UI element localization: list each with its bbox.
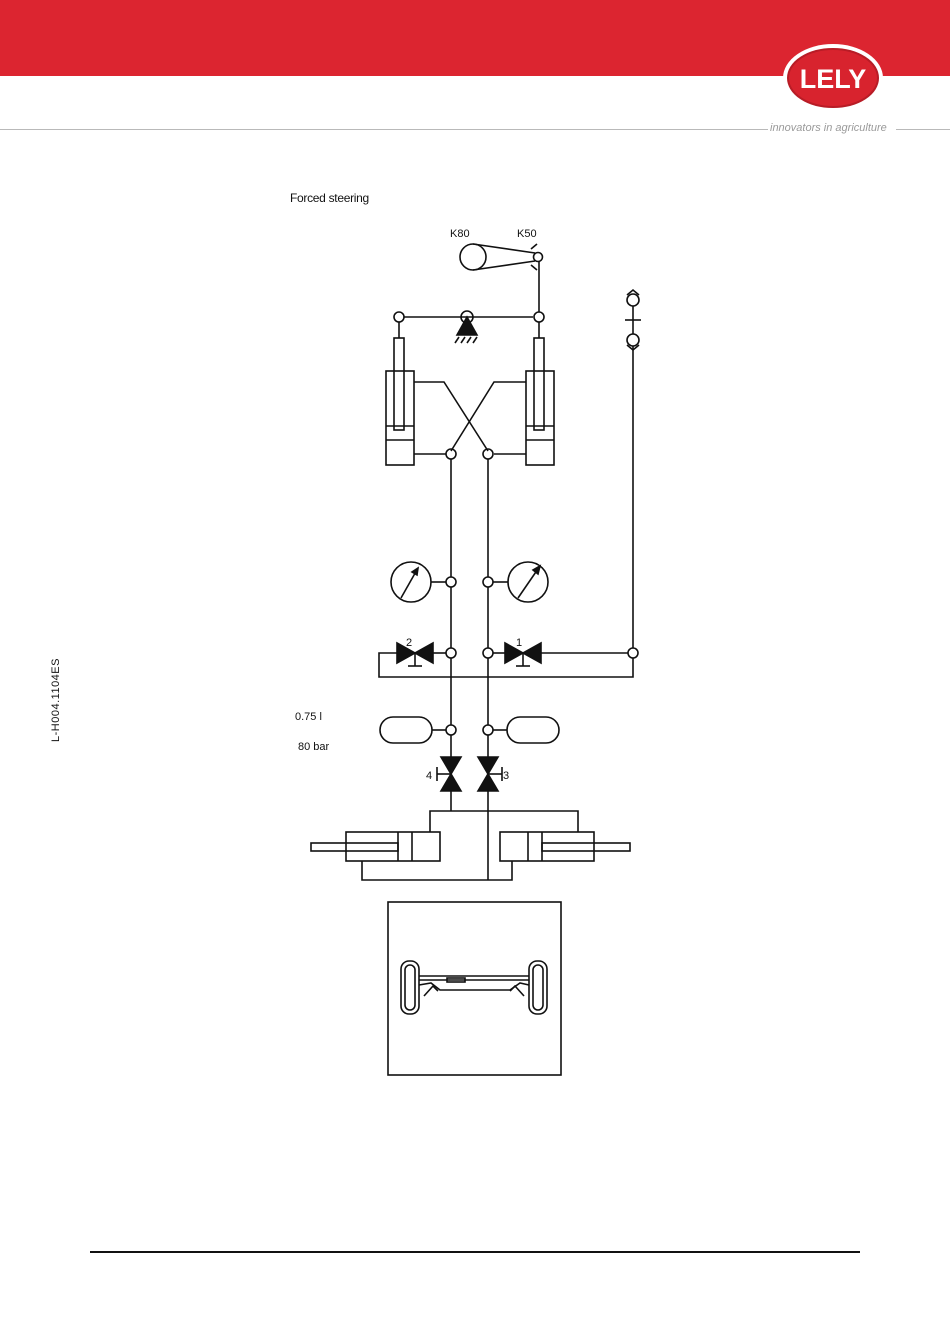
left-master-cylinder xyxy=(386,322,414,465)
label-accumulator-pressure: 80 bar xyxy=(298,741,330,753)
valve-1 xyxy=(483,643,638,666)
label-k50: K50 xyxy=(517,228,537,240)
label-valve-1: 1 xyxy=(516,637,522,649)
right-master-cylinder xyxy=(526,322,554,465)
valve-4 xyxy=(437,757,461,791)
label-accumulator-volume: 0.75 l xyxy=(295,711,322,723)
slave-cylinder-right xyxy=(500,832,630,861)
left-pressure-gauge xyxy=(391,562,456,602)
quick-coupler xyxy=(625,290,641,648)
label-valve-2: 2 xyxy=(406,637,412,649)
footer-rule xyxy=(90,1251,860,1253)
valve-3 xyxy=(478,757,502,791)
label-valve-4: 4 xyxy=(426,770,432,782)
right-pressure-gauge xyxy=(483,562,548,602)
hitch-coupling xyxy=(460,244,543,312)
main-lines xyxy=(451,459,488,880)
label-valve-3: 3 xyxy=(503,770,509,782)
cross-hoses xyxy=(414,382,526,459)
label-k80: K80 xyxy=(450,228,470,240)
steering-link xyxy=(394,311,544,343)
right-accumulator xyxy=(483,717,559,743)
axle-illustration xyxy=(388,902,561,1075)
slave-cylinder-left xyxy=(311,811,578,880)
left-accumulator xyxy=(380,717,456,743)
